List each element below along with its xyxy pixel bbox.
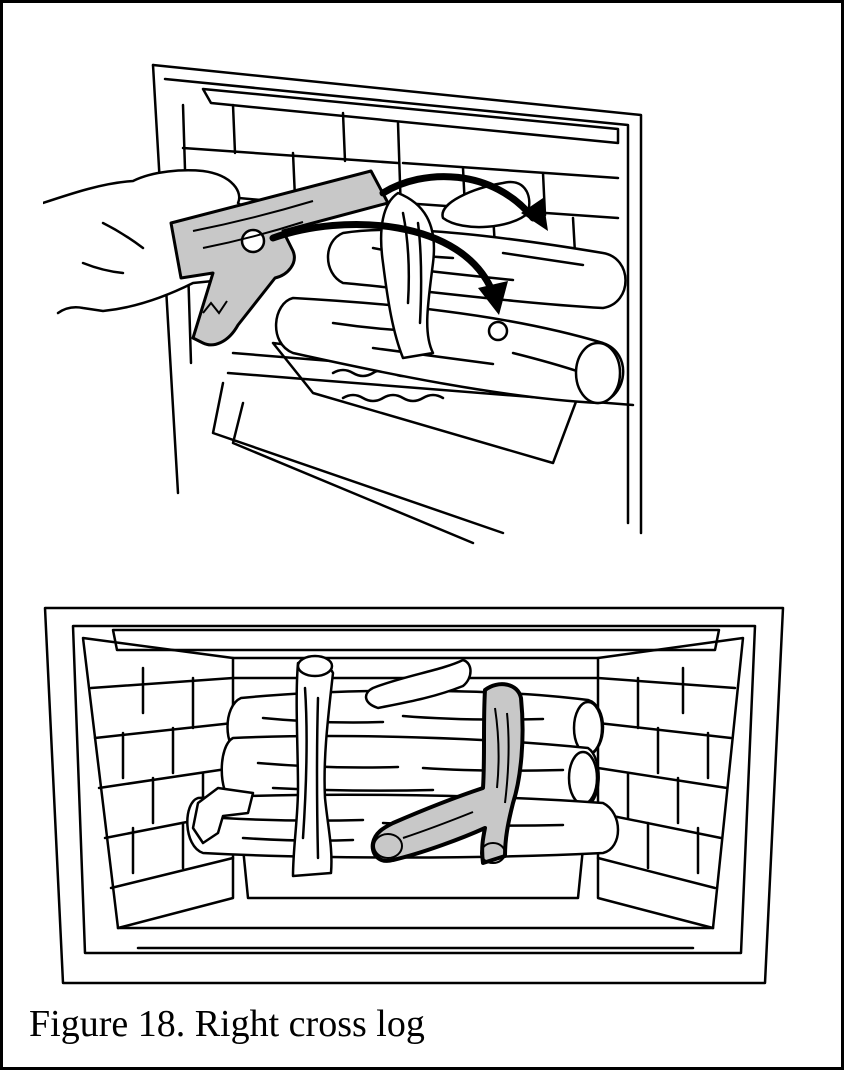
left-side-bricks: [83, 638, 233, 928]
front-log: [276, 298, 623, 403]
firebox-floor: [118, 928, 713, 948]
hand-placing-log-illustration: [43, 53, 663, 553]
figure-caption: Figure 18. Right cross log: [29, 1005, 425, 1043]
right-side-bricks: [598, 638, 743, 928]
log-set-front-view-illustration: [43, 598, 791, 988]
